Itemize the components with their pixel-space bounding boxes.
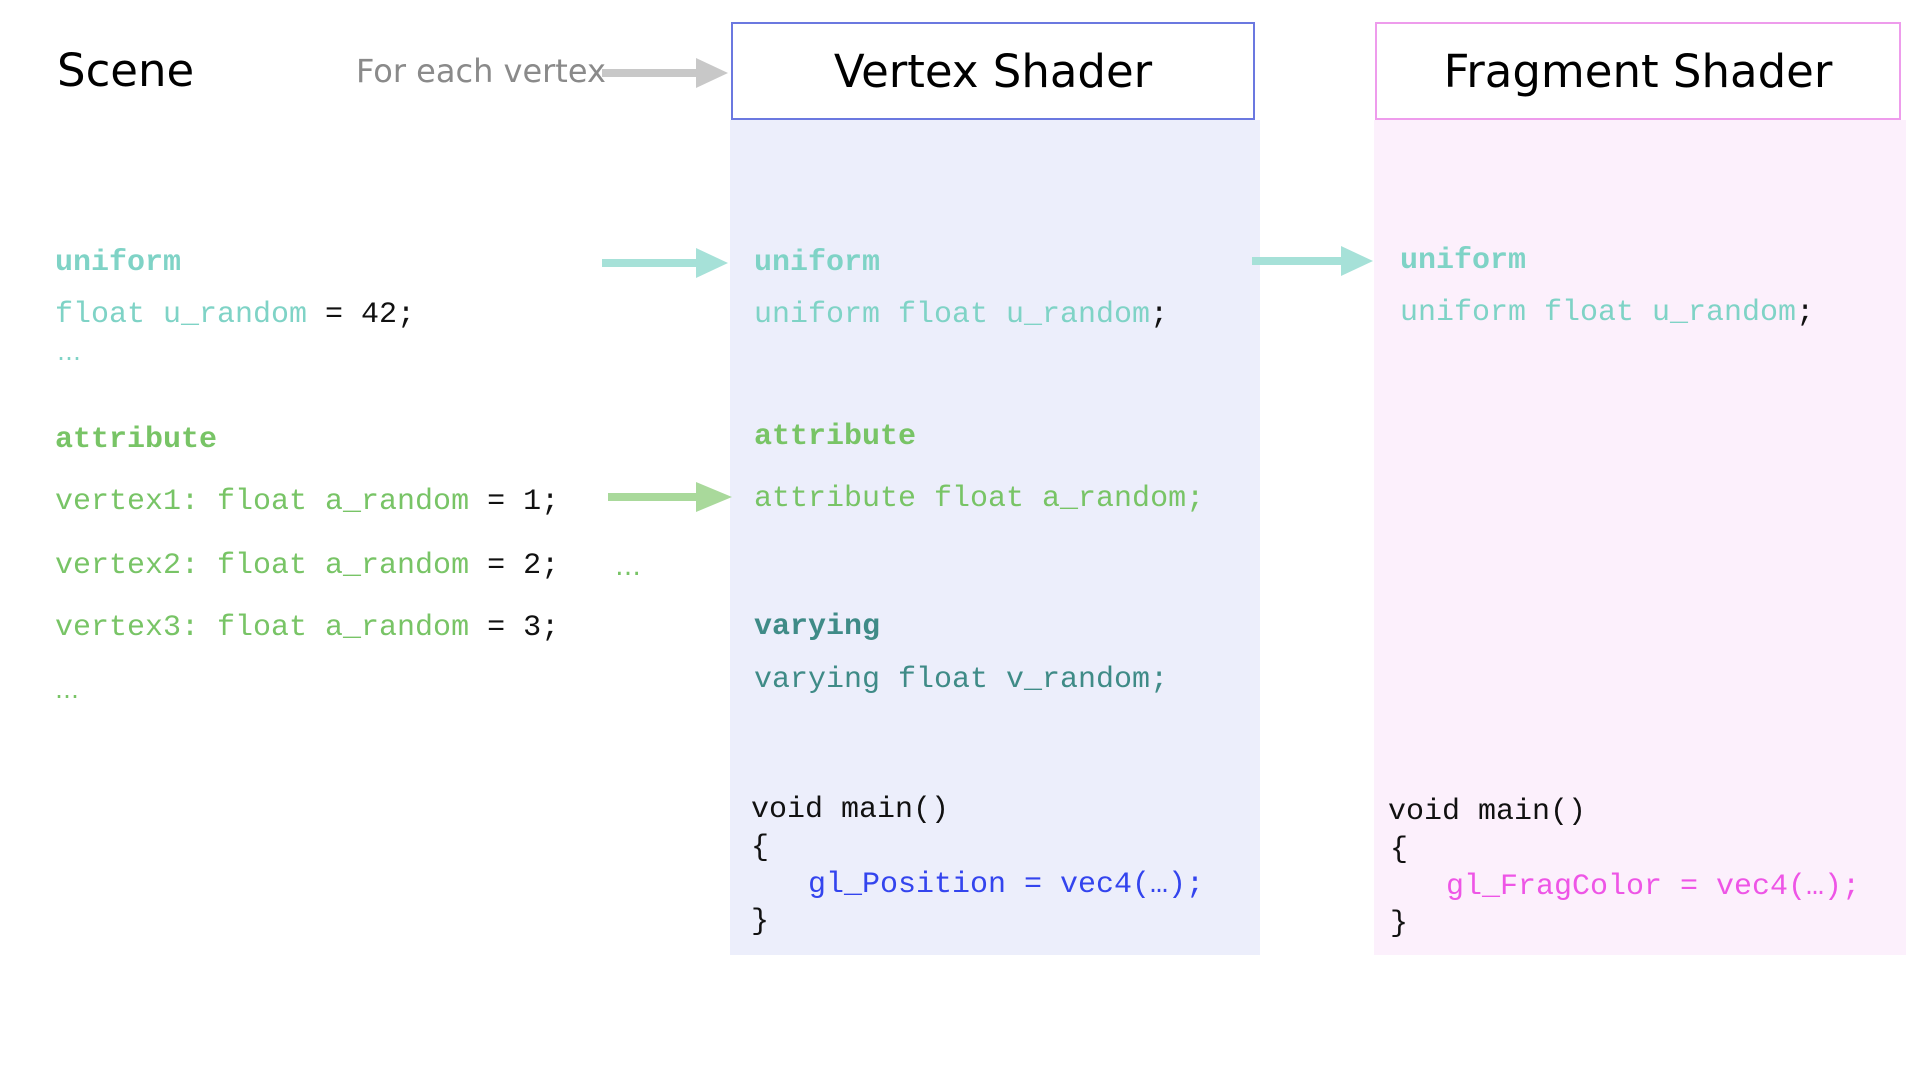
scene-vertex1-code: vertex1: float a_random [55,485,470,519]
fragment-main-signature: void main() [1388,795,1587,829]
vertex-attribute-decl: attribute float a_random; [754,482,1205,516]
arrow-for-each-vertex [602,58,728,88]
fragment-open-brace: { [1390,833,1409,867]
fragment-close-brace: } [1390,907,1409,941]
vertex-uniform-line: uniform float u_random; [754,300,1168,330]
for-each-vertex-label: For each vertex [356,52,606,90]
scene-uniform-code: float u_random [55,298,308,332]
vertex-varying-heading: varying [754,610,881,644]
vertex-uniform-decl: uniform float u_random [754,298,1151,332]
scene-vertex2-code: vertex2: float a_random [55,549,470,583]
fragment-uniform-line: uniform float u_random; [1400,298,1814,328]
vertex-uniform-heading: uniform [754,246,881,280]
scene-vertex2-line: vertex2: float a_random = 2; [55,551,559,581]
scene-title: Scene [57,44,195,97]
fragment-shader-title: Fragment Shader [1443,44,1833,98]
scene-attribute-heading: attribute [55,423,218,457]
scene-vertex2-ellipsis: … [615,552,641,582]
scene-vertex3-line: vertex3: float a_random = 3; [55,613,559,643]
scene-attribute-ellipsis: … [55,676,79,704]
vertex-shader-panel [730,120,1260,955]
scene-vertex1-line: vertex1: float a_random = 1; [55,487,559,517]
fragment-uniform-heading: uniform [1400,244,1527,278]
scene-vertex1-value: = 1; [469,485,560,519]
arrow-uniform-to-fragment [1252,246,1373,276]
vertex-close-brace: } [751,905,770,939]
scene-uniform-ellipsis: … [57,338,81,366]
scene-uniform-value: = 42; [307,298,416,332]
vertex-varying-decl: varying float v_random; [754,663,1169,697]
fragment-shader-header: Fragment Shader [1375,22,1901,120]
scene-uniform-heading: uniform [55,246,182,280]
vertex-uniform-semi: ; [1150,298,1169,332]
arrow-uniform-to-vertex [602,248,728,278]
vertex-open-brace: { [751,831,770,865]
fragment-uniform-decl: uniform float u_random [1400,296,1797,330]
scene-vertex3-value: = 3; [469,611,560,645]
arrow-attribute-to-vertex [608,482,732,512]
vertex-gl-position: gl_Position = vec4(…); [808,868,1205,902]
vertex-shader-header: Vertex Shader [731,22,1255,120]
fragment-uniform-semi: ; [1796,296,1815,330]
fragment-shader-panel [1374,120,1906,955]
vertex-shader-title: Vertex Shader [833,44,1153,98]
scene-vertex2-value: = 2; [469,549,560,583]
vertex-attribute-heading: attribute [754,420,917,454]
scene-vertex3-code: vertex3: float a_random [55,611,470,645]
scene-uniform-line: float u_random = 42; [55,300,415,330]
fragment-gl-fragcolor: gl_FragColor = vec4(…); [1446,870,1861,904]
vertex-main-signature: void main() [751,793,950,827]
